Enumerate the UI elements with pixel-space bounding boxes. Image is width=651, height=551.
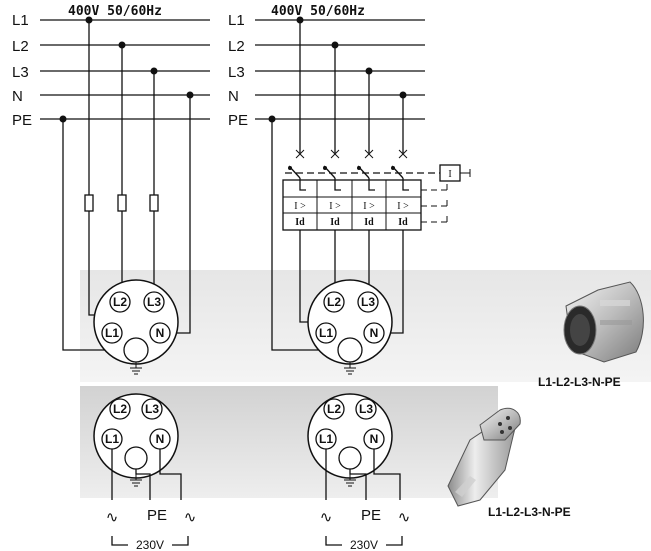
left-plug-face: L2 L3 L1 N (93, 393, 182, 500)
rcd-overcurrent-3: I > (363, 201, 375, 212)
left-plug-pin-l1: L1 (105, 432, 119, 446)
right-single-phase-output: ∿ PE ∿ 230V (320, 507, 411, 551)
right-line-l1: L1 (228, 12, 245, 29)
left-socket-pin-l2: L2 (113, 295, 127, 309)
left-socket-earth-icon (130, 362, 142, 375)
right-plug-face: L2 L3 L1 N (307, 393, 401, 500)
right-socket-pin-n: N (370, 326, 379, 340)
right-socket-face: L2 L3 L1 N (307, 279, 393, 375)
right-tilde-icon: ∿ (320, 509, 333, 526)
left-socket-face: L2 L3 L1 N (93, 279, 179, 375)
right-line-l3: L3 (228, 64, 245, 81)
fuse-l2 (117, 194, 127, 212)
right-socket-pin-l2: L2 (327, 295, 341, 309)
fuse-l1 (84, 194, 94, 212)
right-socket-earth-pin (337, 337, 363, 363)
right-pe-label: PE (361, 507, 381, 524)
left-socket-pin-n: N (156, 326, 165, 340)
right-plug-pin-l1: L1 (319, 432, 333, 446)
left-voltage-label: 230V (136, 538, 164, 551)
left-single-phase-output: ∿ PE ∿ 230V (106, 507, 197, 551)
rcd-residual-3: Id (364, 217, 374, 228)
left-socket-earth-pin (123, 337, 149, 363)
left-plug-pin-n: N (156, 432, 165, 446)
plug-product-image (447, 407, 521, 507)
left-line-pe: PE (12, 112, 32, 129)
socket-caption: L1-L2-L3-N-PE (538, 375, 621, 389)
fuse-l3 (149, 194, 159, 212)
right-line-l2: L2 (228, 38, 245, 55)
left-tilde-icon-2: ∿ (184, 509, 197, 526)
rcd-breaker: I I > I > I > I > Id Id Id Id (282, 149, 471, 231)
rcd-overcurrent-4: I > (397, 201, 409, 212)
left-plug-pin-l3: L3 (145, 402, 159, 416)
left-socket-pin-l3: L3 (147, 295, 161, 309)
rcd-residual-2: Id (330, 217, 340, 228)
socket-product-image (563, 281, 644, 363)
left-line-l1: L1 (12, 12, 29, 29)
right-plug-pin-n: N (370, 432, 379, 446)
right-plug-pin-l3: L3 (359, 402, 373, 416)
left-tilde-icon: ∿ (106, 509, 119, 526)
right-socket-pin-l1: L1 (319, 326, 333, 340)
right-socket-earth-icon (344, 362, 356, 375)
left-socket-pin-l1: L1 (105, 326, 119, 340)
right-supply: 400V 50/60Hz L1 L2 L3 N PE (228, 4, 425, 351)
right-plug-earth-pin (338, 446, 362, 470)
right-tilde-icon-2: ∿ (398, 509, 411, 526)
left-line-l2: L2 (12, 38, 29, 55)
left-plug-earth-pin (124, 446, 148, 470)
right-socket-pin-l3: L3 (361, 295, 375, 309)
right-plug-earth-icon (344, 474, 356, 487)
left-plug-earth-icon (130, 474, 142, 487)
left-voltage-header: 400V 50/60Hz (68, 4, 162, 19)
rcd-test-label: I (448, 169, 451, 180)
left-line-n: N (12, 88, 23, 105)
left-pe-label: PE (147, 507, 167, 524)
rcd-overcurrent-1: I > (294, 201, 306, 212)
right-voltage-header: 400V 50/60Hz (271, 4, 365, 19)
rcd-residual-4: Id (398, 217, 408, 228)
right-line-n: N (228, 88, 239, 105)
rcd-overcurrent-2: I > (329, 201, 341, 212)
right-line-pe: PE (228, 112, 248, 129)
rcd-residual-1: Id (295, 217, 305, 228)
plug-caption: L1-L2-L3-N-PE (488, 505, 571, 519)
right-plug-pin-l2: L2 (327, 402, 341, 416)
left-line-l3: L3 (12, 64, 29, 81)
right-voltage-label: 230V (350, 538, 378, 551)
left-plug-pin-l2: L2 (113, 402, 127, 416)
